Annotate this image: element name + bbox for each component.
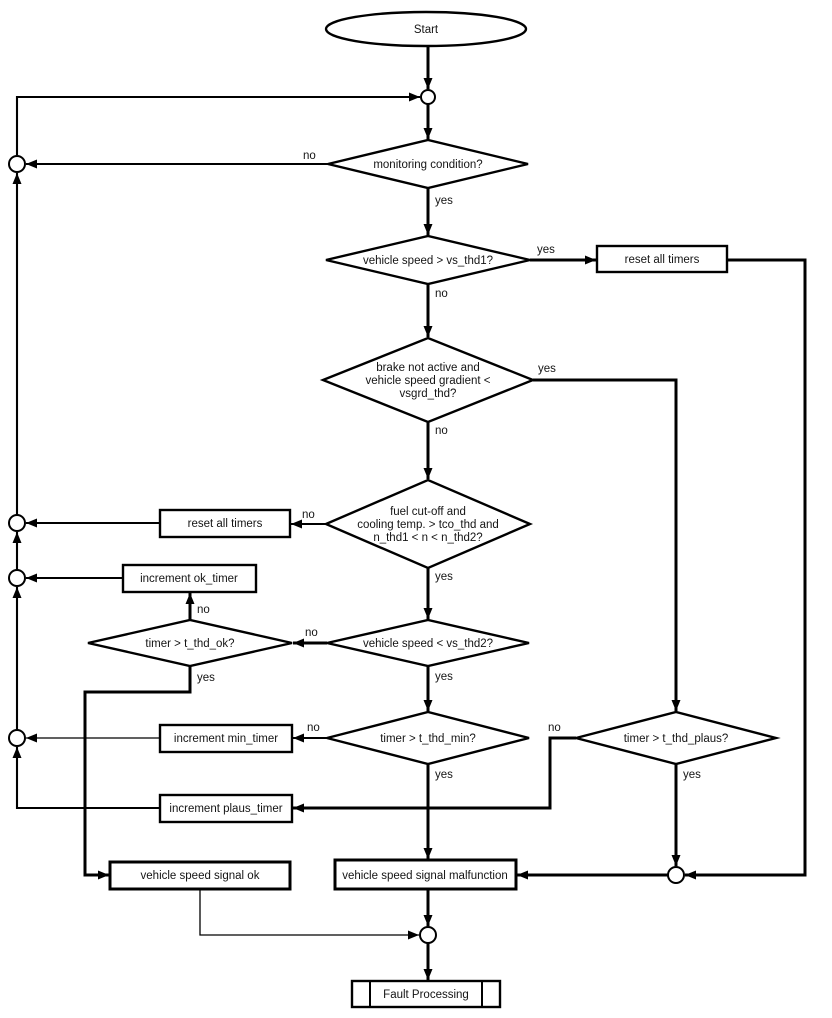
decision-brake-shape — [319, 336, 537, 424]
predefined-process-fault-processing: Fault Processing — [350, 979, 502, 1009]
process-vehicle-speed-signal-ok: vehicle speed signal ok — [108, 860, 292, 891]
junction-connector-left-3 — [8, 569, 26, 587]
start-terminator-shape — [324, 10, 528, 48]
decision-ok-shape — [87, 618, 293, 668]
process-increment-ok-timer: increment ok_timer — [121, 563, 258, 594]
process-reset-left-label: reset all timers — [188, 518, 263, 530]
process-signal-ok-shape — [108, 860, 292, 891]
decision-vehicle-speed-vs-thd2: vehicle speed < vs_thd2? — [326, 618, 530, 668]
process-inc-plaus-label: increment plaus_timer — [169, 803, 282, 815]
edge-label-min-yes: yes — [435, 769, 453, 781]
junction-connector-top — [420, 89, 436, 105]
decision-plaus-label: timer > t_thd_plaus? — [624, 733, 729, 745]
process-reset-left-shape — [158, 508, 292, 539]
decision-timer-t-thd-plaus: timer > t_thd_plaus? — [571, 710, 781, 766]
decision-monitoring-label: monitoring condition? — [373, 159, 482, 171]
edge-reset-right-return — [685, 258, 807, 880]
edge-label-vs2-yes: yes — [435, 671, 453, 683]
edge-brake-yes — [533, 378, 681, 711]
junction-connector-left-1 — [8, 155, 26, 173]
decision-vs1-shape — [325, 234, 531, 286]
decision-timer-t-thd-min: timer > t_thd_min? — [326, 710, 530, 766]
junction-connector-right — [667, 866, 685, 884]
edge-plaus-no — [293, 736, 576, 813]
process-inc-min-shape — [158, 723, 294, 754]
junctions — [8, 89, 685, 944]
decision-brake-line3: vsgrd_thd? — [400, 388, 457, 400]
process-reset-all-timers-left: reset all timers — [158, 508, 292, 539]
decision-brake-not-active: brake not active and vehicle speed gradi… — [319, 336, 537, 424]
edge-label-monitoring-no: no — [303, 150, 316, 162]
process-inc-ok-label: increment ok_timer — [140, 573, 238, 585]
decision-fuel-line2: cooling temp. > tco_thd and — [357, 519, 499, 531]
process-reset-all-timers-right: reset all timers — [595, 244, 729, 274]
decision-ok-label: timer > t_thd_ok? — [145, 638, 234, 650]
edge-label-ok-yes: yes — [197, 672, 215, 684]
decision-vs1-label: vehicle speed > vs_thd1? — [363, 255, 493, 267]
start-label: Start — [414, 24, 439, 36]
edge-ok-yes — [83, 666, 192, 880]
decision-plaus-shape — [571, 710, 781, 766]
decision-vs2-shape — [326, 618, 530, 668]
decision-brake-line2: vehicle speed gradient < — [366, 375, 491, 387]
decision-brake-line1: brake not active and — [376, 362, 480, 374]
process-increment-min-timer: increment min_timer — [158, 723, 294, 754]
process-increment-plaus-timer: increment plaus_timer — [158, 793, 294, 824]
junction-connector-left-4 — [8, 729, 26, 747]
edge-label-vs1-no: no — [435, 288, 448, 300]
decision-vs2-label: vehicle speed < vs_thd2? — [363, 638, 493, 650]
node-start: Start — [324, 10, 528, 48]
edge-label-plaus-yes: yes — [683, 769, 701, 781]
edge-label-fuel-no: no — [302, 509, 315, 521]
edge-label-fuel-yes: yes — [435, 571, 453, 583]
branch-labels: no yes yes no yes no no yes no yes no ye… — [197, 150, 701, 781]
edge-signal-ok-down — [199, 889, 419, 940]
fault-processing-label: Fault Processing — [383, 989, 469, 1001]
edge-label-ok-no: no — [197, 604, 210, 616]
decision-vehicle-speed-vs-thd1: vehicle speed > vs_thd1? — [325, 234, 531, 286]
process-malfunction-label: vehicle speed signal malfunction — [342, 870, 508, 882]
decision-fuel-line1: fuel cut-off and — [390, 506, 466, 518]
process-reset-right-label: reset all timers — [625, 254, 700, 266]
decision-min-label: timer > t_thd_min? — [380, 733, 476, 745]
decision-fuel-cutoff: fuel cut-off and cooling temp. > tco_thd… — [322, 478, 534, 570]
fault-processing-shape — [350, 979, 502, 1009]
edges — [12, 46, 807, 980]
junction-connector-left-2 — [8, 514, 26, 532]
process-inc-min-label: increment min_timer — [174, 733, 278, 745]
process-reset-right-shape — [595, 244, 729, 274]
edge-label-plaus-no: no — [548, 722, 561, 734]
process-malfunction-shape — [333, 858, 518, 891]
junction-connector-bottom — [419, 926, 437, 944]
edge-label-min-no: no — [307, 722, 320, 734]
edge-label-monitoring-yes: yes — [435, 195, 453, 207]
process-inc-plaus-shape — [158, 793, 294, 824]
process-inc-ok-shape — [121, 563, 258, 594]
decision-monitoring-condition: monitoring condition? — [327, 138, 529, 190]
process-signal-ok-label: vehicle speed signal ok — [141, 870, 260, 882]
decision-fuel-shape — [322, 478, 534, 570]
process-vehicle-speed-signal-malfunction: vehicle speed signal malfunction — [333, 858, 518, 891]
edge-label-brake-yes: yes — [538, 363, 556, 375]
decision-min-shape — [326, 710, 530, 766]
edge-loopback-top — [15, 92, 420, 155]
decision-timer-t-thd-ok: timer > t_thd_ok? — [87, 618, 293, 668]
edge-label-vs2-no: no — [305, 627, 318, 639]
edge-inc-plaus-return — [12, 747, 160, 810]
edge-label-brake-no: no — [435, 425, 448, 437]
decision-fuel-line3: n_thd1 < n < n_thd2? — [373, 532, 482, 544]
edge-label-vs1-yes: yes — [537, 244, 555, 256]
decision-monitoring-shape — [327, 138, 529, 190]
